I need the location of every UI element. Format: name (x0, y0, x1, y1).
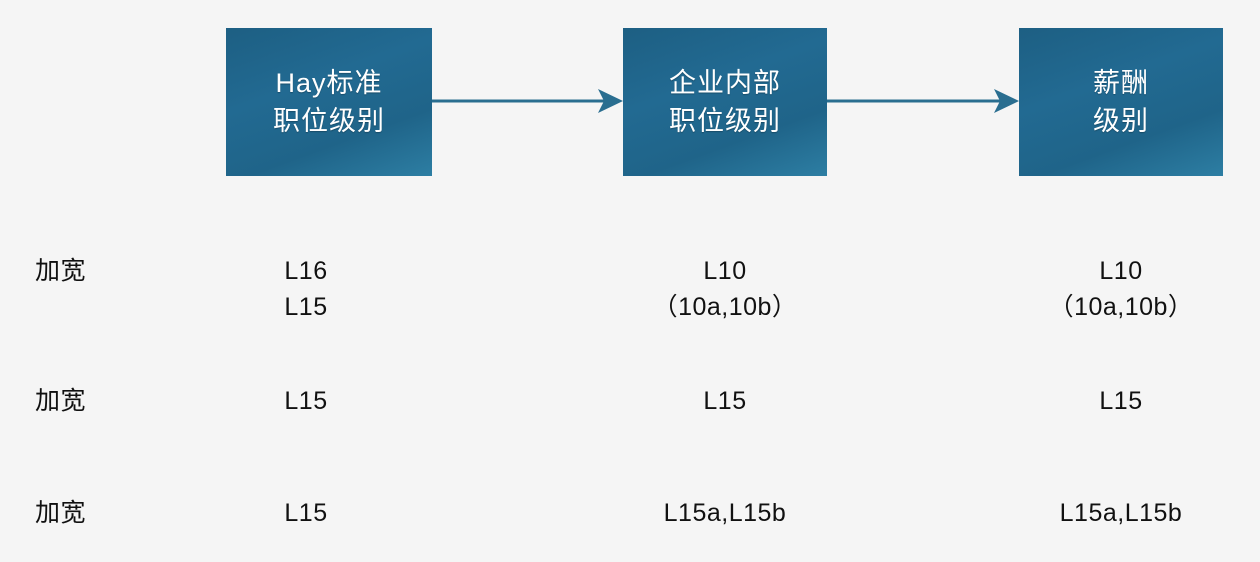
row-3-internal-value: L15a,L15b (625, 496, 825, 532)
flow-box-pay-line-2: 级别 (1093, 106, 1149, 136)
flow-box-internal-line-2: 职位级别 (669, 106, 781, 136)
row-2-internal-line-1: L15 (703, 387, 747, 415)
row-1-pay-value: L10 （10a,10b） (1021, 254, 1221, 325)
row-1-pay-line-2: （10a,10b） (1048, 292, 1194, 321)
row-1-internal-line-1: L10 (703, 257, 747, 285)
row-1-hay-line-2: L15 (284, 292, 328, 321)
flow-box-internal-line-1: 企业内部 (669, 67, 781, 98)
row-2-hay-line-1: L15 (284, 387, 328, 415)
row-3-hay-line-1: L15 (284, 499, 328, 527)
row-2-internal-value: L15 (625, 384, 825, 420)
arrow-right-icon-hay-to-internal (432, 86, 623, 116)
row-1-internal-value: L10 （10a,10b） (625, 254, 825, 325)
row-3-internal-line-1: L15a,L15b (663, 499, 787, 527)
row-2-pay-value: L15 (1021, 384, 1221, 420)
row-3-hay-value: L15 (206, 496, 406, 532)
row-1-hay-line-1: L16 (284, 257, 328, 285)
flow-box-pay-grade[interactable]: 薪酬 级别 (1019, 28, 1223, 176)
row-1-internal-line-2: （10a,10b） (652, 292, 798, 321)
row-1-hay-value: L16 L15 (206, 254, 406, 325)
row-1-pay-line-1: L10 (1099, 257, 1143, 285)
row-label-2: 加宽 (35, 387, 87, 415)
row-2-pay-line-1: L15 (1099, 387, 1143, 415)
row-3-pay-line-1: L15a,L15b (1059, 499, 1183, 527)
row-3-pay-value: L15a,L15b (1021, 496, 1221, 532)
row-2-hay-value: L15 (206, 384, 406, 420)
flow-box-hay-line-1: Hay标准 (275, 67, 383, 98)
flow-box-hay-standard-grade[interactable]: Hay标准 职位级别 (226, 28, 432, 176)
arrow-right-icon-internal-to-pay (827, 86, 1019, 116)
row-label-1: 加宽 (35, 257, 87, 285)
flow-box-pay-line-1: 薪酬 (1093, 67, 1149, 98)
flow-box-hay-line-2: 职位级别 (273, 106, 385, 136)
row-label-3: 加宽 (35, 499, 87, 527)
flow-box-internal-position-grade[interactable]: 企业内部 职位级别 (623, 28, 827, 176)
